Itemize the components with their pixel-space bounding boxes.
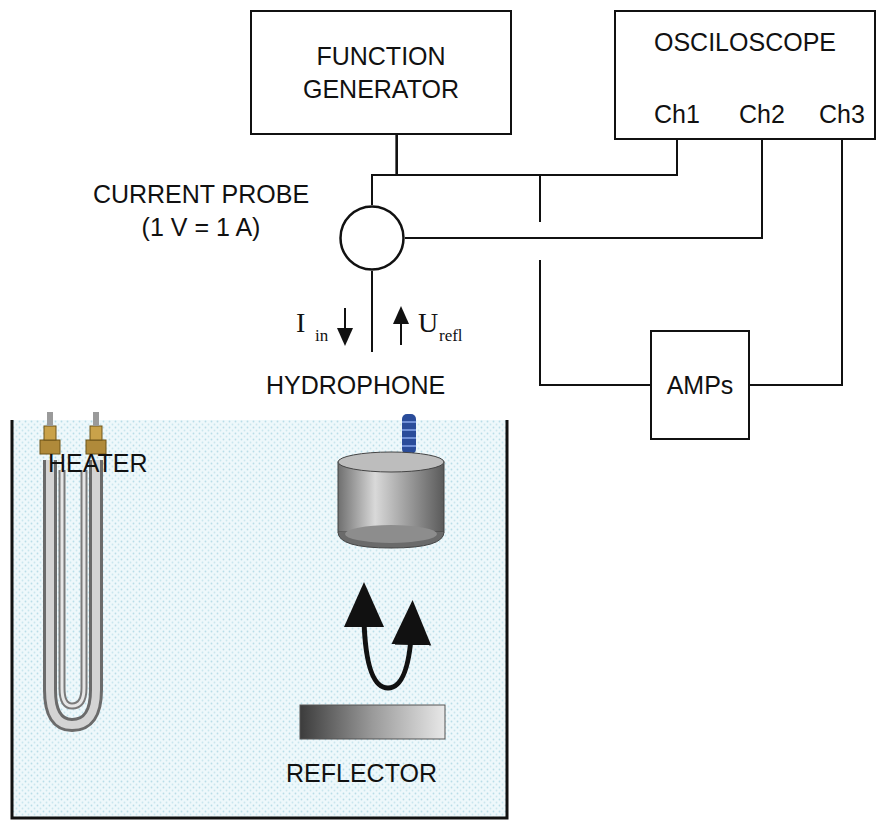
function-generator-box: FUNCTION GENERATOR: [250, 10, 512, 135]
voltage-subscript: refl: [439, 326, 463, 346]
wire: [397, 135, 650, 385]
box-label: AMPs: [667, 369, 734, 402]
probe-outline: [339, 205, 405, 271]
current-symbol: I: [296, 306, 305, 340]
instrument-title: OSCILOSCOPE: [616, 26, 874, 59]
probe-label: CURRENT PROBE (1 V = 1 A): [85, 178, 317, 243]
channel-label: Ch2: [739, 98, 785, 131]
wire: [405, 140, 762, 238]
current-probe-circle: CURRENT PROBE (1 V = 1 A): [339, 205, 405, 271]
channel-label: Ch1: [654, 98, 700, 131]
wire: [397, 135, 677, 175]
channel-label: Ch3: [819, 98, 865, 131]
current-subscript: in: [315, 326, 328, 346]
oscilloscope-box: OSCILOSCOPE Ch1 Ch2 Ch3: [614, 10, 876, 140]
wire: [372, 135, 397, 205]
hydrophone: [338, 414, 444, 548]
voltage-symbol: U: [418, 306, 438, 340]
heater-label: HEATER: [48, 448, 148, 478]
hydrophone-label: HYDROPHONE: [266, 370, 445, 400]
box-label: FUNCTION GENERATOR: [262, 40, 500, 105]
reflector-label: REFLECTOR: [286, 758, 437, 788]
amplifier-box: AMPs: [650, 330, 750, 440]
wire: [750, 140, 842, 385]
